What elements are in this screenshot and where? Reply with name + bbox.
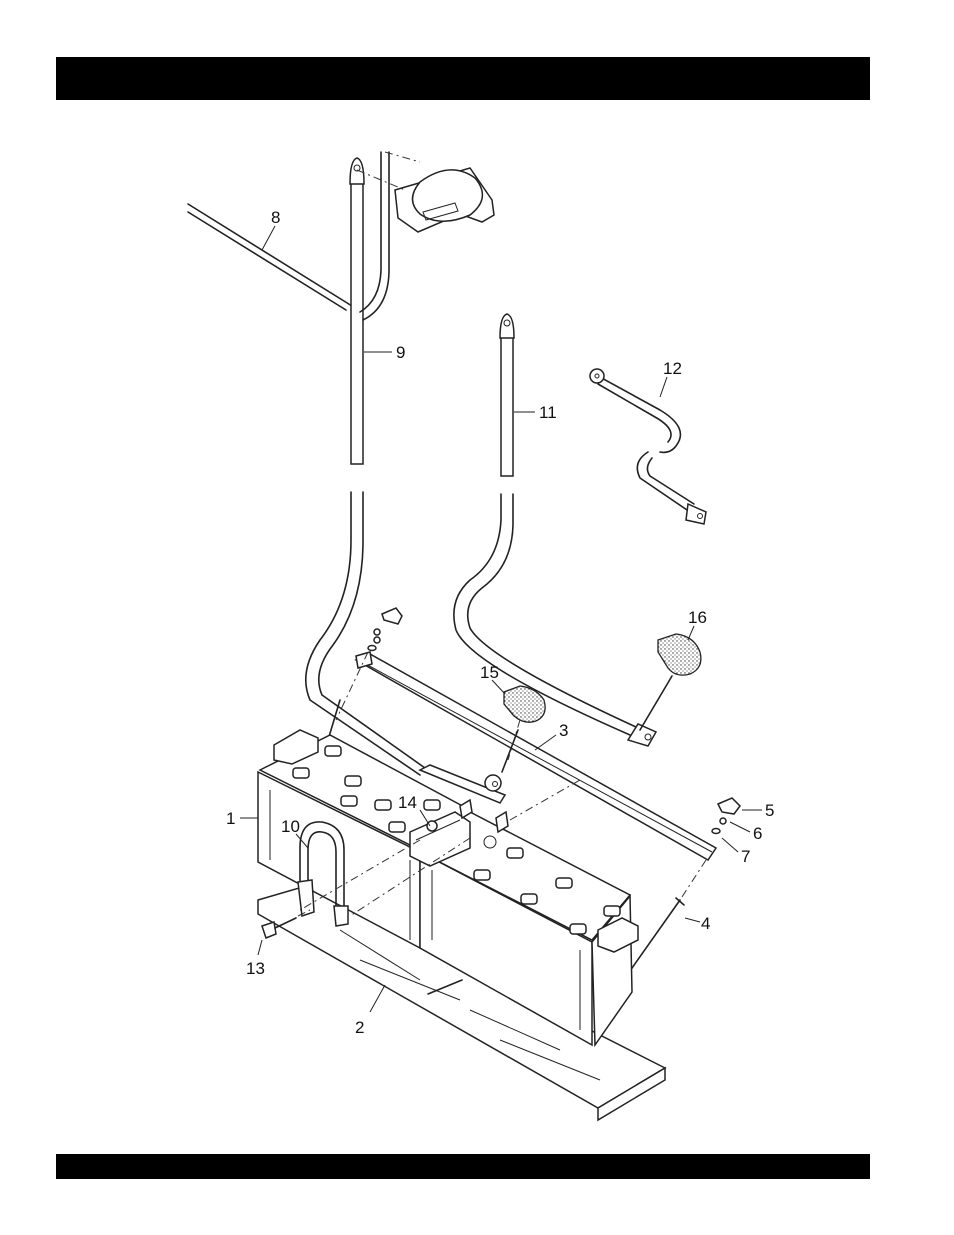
callout-11: 11 (539, 403, 557, 422)
callout-12: 12 (663, 359, 682, 378)
callout-15: 15 (480, 663, 499, 682)
cable-12 (590, 369, 706, 524)
callout-13: 13 (246, 959, 265, 978)
callout-8: 8 (271, 208, 280, 227)
cable-9 (306, 158, 505, 803)
callout-7: 7 (741, 847, 750, 866)
callout-2: 2 (355, 1018, 364, 1037)
callout-3: 3 (559, 721, 568, 740)
callout-9: 9 (396, 343, 405, 362)
callout-10: 10 (281, 817, 300, 836)
cable-8 (188, 204, 352, 310)
hardware-right (712, 798, 740, 834)
callout-6: 6 (753, 824, 762, 843)
callout-5: 5 (765, 801, 774, 820)
callout-4: 4 (701, 914, 710, 933)
callout-14: 14 (398, 793, 417, 812)
callout-1: 1 (226, 809, 235, 828)
battery-switch (357, 152, 494, 232)
callout-16: 16 (688, 608, 707, 627)
terminal-cap-16 (640, 634, 701, 730)
